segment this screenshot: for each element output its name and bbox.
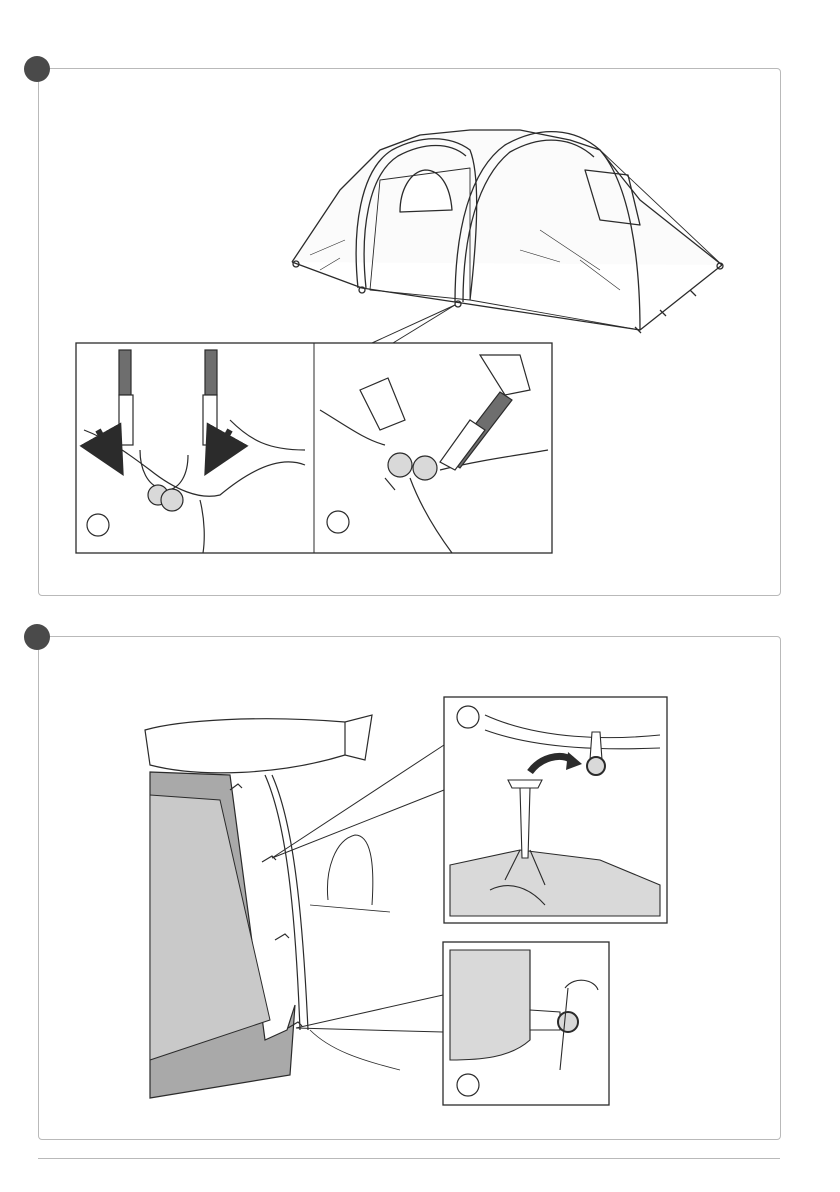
callout-leader [372, 305, 455, 343]
sub-step-1b-marker [327, 511, 349, 533]
sub-step-2b-marker [457, 1074, 479, 1096]
sub-step-1a-marker [87, 514, 109, 536]
vestibule-illustration [145, 715, 400, 1098]
tent-illustration [292, 130, 723, 333]
sub-step-2a-marker [457, 706, 479, 728]
peg-hook-inset [443, 942, 609, 1105]
ring-peg-inset [444, 697, 667, 923]
pole-detail-inset [76, 343, 552, 553]
